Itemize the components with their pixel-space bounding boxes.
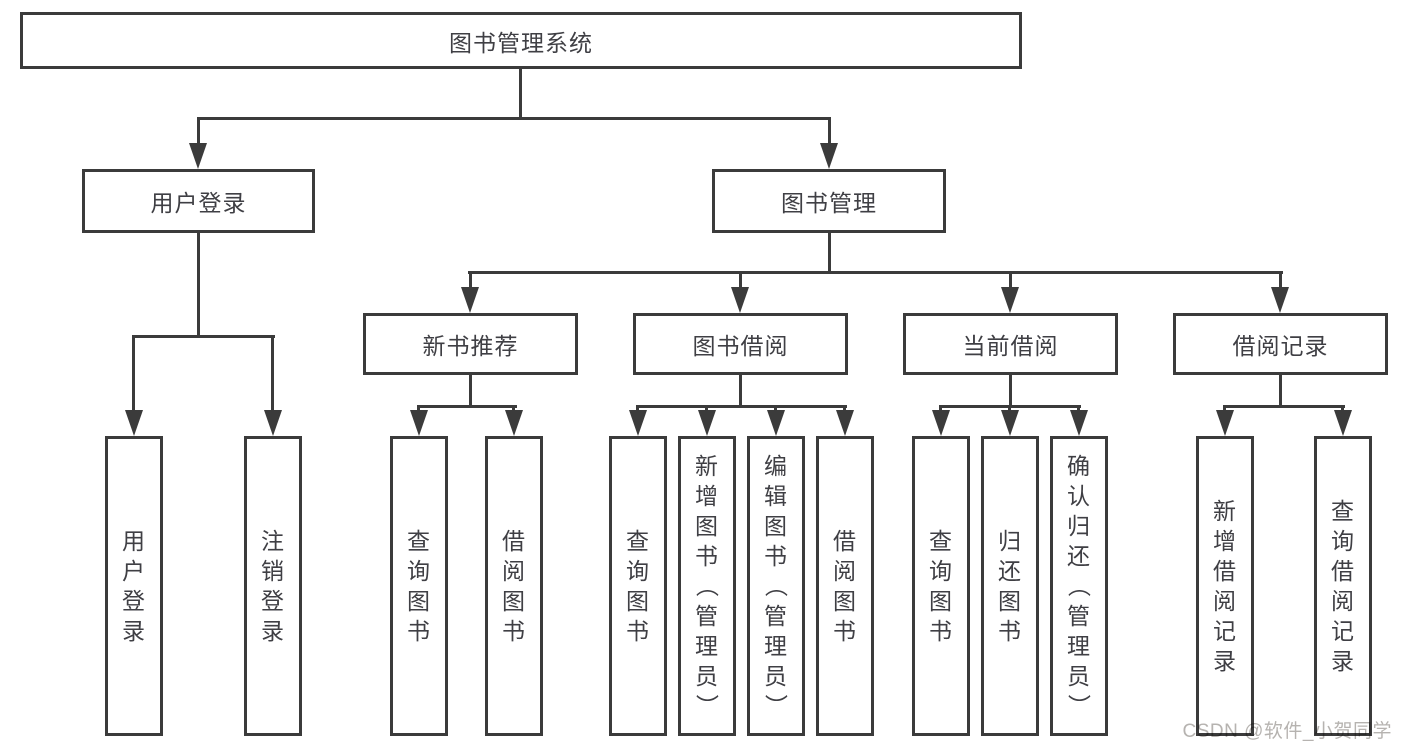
arrowhead-icon [932, 410, 950, 436]
leaf-edit-books-admin: 编辑图书（管理员） [747, 436, 805, 736]
connector-line [469, 271, 472, 288]
connector-line [774, 405, 777, 413]
leaf-add-borrow-record: 新增借阅记录 [1196, 436, 1254, 736]
node-user-login: 用户登录 [82, 169, 315, 233]
leaf-borrow-books-recommendation: 借阅图书 [485, 436, 543, 736]
connector-line [828, 233, 831, 274]
connector-line [469, 375, 472, 406]
leaf-query-books-current: 查询图书 [912, 436, 970, 736]
node-book-borrowing: 图书借阅 [633, 313, 848, 375]
connector-line [1279, 271, 1282, 288]
connector-line [739, 375, 742, 406]
connector-line [197, 117, 200, 145]
connector-line [512, 405, 515, 413]
arrowhead-icon [1271, 287, 1289, 313]
connector-line [1077, 405, 1080, 413]
leaf-query-books-borrowing: 查询图书 [609, 436, 667, 736]
connector-line [468, 271, 1283, 274]
leaf-label: 查询借阅记录 [1331, 498, 1355, 674]
connector-line [939, 405, 942, 413]
arrowhead-icon [731, 287, 749, 313]
connector-line [636, 405, 847, 408]
connector-line [197, 117, 831, 120]
connector-line [132, 335, 135, 411]
arrowhead-icon [410, 410, 428, 436]
arrowhead-icon [629, 410, 647, 436]
leaf-label: 新增借阅记录 [1213, 498, 1237, 674]
arrowhead-icon [264, 410, 282, 436]
arrowhead-icon [1001, 287, 1019, 313]
node-label: 图书借阅 [692, 333, 789, 359]
arrowhead-icon [1216, 410, 1234, 436]
connector-line [739, 271, 742, 288]
leaf-label: 注销登录 [261, 528, 285, 644]
connector-line [828, 117, 831, 145]
connector-line [636, 405, 639, 413]
node-new-book-recommendation: 新书推荐 [363, 313, 578, 375]
leaf-label: 新增图书（管理员） [694, 453, 720, 718]
connector-line [705, 405, 708, 413]
node-book-management: 图书管理 [712, 169, 946, 233]
leaf-label: 借阅图书 [502, 528, 526, 644]
watermark: CSDN @软件_小贺同学 [1182, 721, 1392, 742]
leaf-label: 查询图书 [929, 528, 953, 644]
leaf-user-login: 用户登录 [105, 436, 163, 736]
connector-line [1009, 375, 1012, 406]
leaf-label: 归还图书 [998, 528, 1022, 644]
connector-line [1223, 405, 1345, 408]
arrowhead-icon [125, 410, 143, 436]
connector-line [519, 69, 522, 118]
connector-line [1223, 405, 1226, 413]
leaf-borrow-books: 借阅图书 [816, 436, 874, 736]
leaf-label: 查询图书 [626, 528, 650, 644]
leaf-label: 查询图书 [407, 528, 431, 644]
leaf-logout-login: 注销登录 [244, 436, 302, 736]
connector-line [417, 405, 517, 408]
node-label: 当前借阅 [962, 333, 1059, 359]
arrowhead-icon [698, 410, 716, 436]
node-label: 借阅记录 [1232, 333, 1329, 359]
arrowhead-icon [1070, 410, 1088, 436]
arrowhead-icon [767, 410, 785, 436]
leaf-query-books-recommendation: 查询图书 [390, 436, 448, 736]
leaf-query-borrow-record: 查询借阅记录 [1314, 436, 1372, 736]
leaf-add-books-admin: 新增图书（管理员） [678, 436, 736, 736]
leaf-label: 借阅图书 [833, 528, 857, 644]
leaf-return-books: 归还图书 [981, 436, 1039, 736]
connector-line [843, 405, 846, 413]
connector-line [417, 405, 420, 413]
connector-line [1341, 405, 1344, 413]
node-label: 图书管理系统 [449, 29, 593, 56]
arrowhead-icon [1001, 410, 1019, 436]
node-label: 用户登录 [150, 190, 247, 216]
leaf-label: 编辑图书（管理员） [763, 453, 789, 718]
arrowhead-icon [1334, 410, 1352, 436]
connector-line [1009, 271, 1012, 288]
connector-line [132, 335, 275, 338]
leaf-confirm-return-admin: 确认归还（管理员） [1050, 436, 1108, 736]
node-label: 图书管理 [781, 190, 877, 216]
leaf-label: 确认归还（管理员） [1066, 453, 1092, 718]
arrowhead-icon [189, 143, 207, 169]
leaf-label: 用户登录 [122, 528, 146, 644]
connector-line [1008, 405, 1011, 413]
connector-line [271, 335, 274, 411]
arrowhead-icon [461, 287, 479, 313]
arrowhead-icon [505, 410, 523, 436]
connector-line [1279, 375, 1282, 406]
node-label: 新书推荐 [422, 333, 519, 359]
node-current-borrowing: 当前借阅 [903, 313, 1118, 375]
node-library-system: 图书管理系统 [20, 12, 1022, 69]
arrowhead-icon [836, 410, 854, 436]
connector-line [197, 233, 200, 336]
node-borrowing-records: 借阅记录 [1173, 313, 1388, 375]
arrowhead-icon [820, 143, 838, 169]
